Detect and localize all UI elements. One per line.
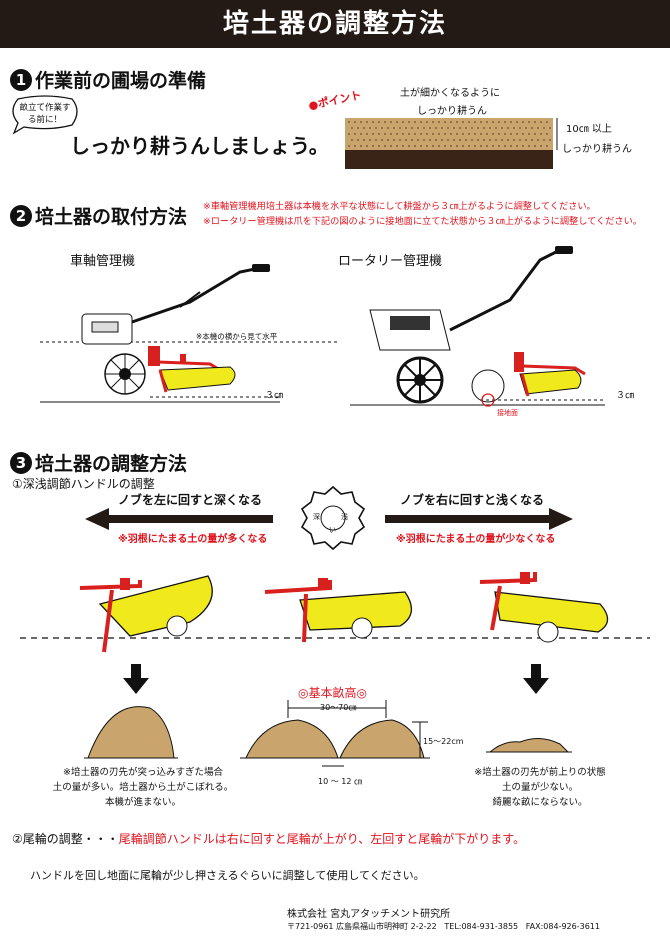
section1-title: 作業前の圃場の準備	[35, 70, 207, 92]
knob-label-sub: い	[329, 526, 336, 534]
section1-number: 1	[10, 69, 32, 91]
right-caption-line: 土の量が少ない。	[501, 782, 578, 793]
left-caption-line: 本機が進まない。	[104, 797, 181, 808]
speech-bubble	[12, 95, 78, 135]
ridger-deep	[79, 575, 213, 653]
knob-icon	[300, 485, 366, 551]
right-caption: ※培土器の刃先が前上りの状態 土の量が少ない。 綺麗な畝にならない。	[455, 765, 625, 810]
prep-main-text: しっかり耕うんしましょう。	[70, 134, 329, 158]
depth-handle-subheading: ①深浅調節ハンドルの調整	[12, 477, 155, 491]
right-arrow-label: ノブを右に回すと浅くなる	[400, 493, 545, 507]
ridge-bottom-label: 10 ～ 12 ㎝	[318, 777, 362, 786]
left-caption-line: ※培土器の刃先が突っ込みすぎた場合	[63, 767, 223, 778]
left-caption: ※培土器の刃先が突っ込みすぎた場合 土の量が多い。培土器から土がこぼれる。 本機…	[48, 765, 238, 810]
gap-left-label: ３㎝	[265, 391, 284, 401]
install-note-1: ※車軸管理機用培土器は本機を水平な状態にして耕盤から３㎝上がるように調整してくだ…	[203, 201, 596, 212]
depth-note: しっかり耕うん	[562, 144, 632, 155]
soil-note-top-2: しっかり耕うん	[417, 106, 487, 117]
ridge-width-label: 30～70㎝	[320, 703, 357, 712]
gap-right-label: ３㎝	[616, 391, 635, 401]
bubble-text: 畝立て作業する前に！	[19, 103, 71, 125]
rotary-tiller-label: ロータリー管理機	[338, 254, 443, 269]
ridge-mounds	[84, 700, 572, 767]
right-arrow	[385, 508, 573, 530]
company-address: 〒721-0961 広島県福山市明神町 2-2-22	[287, 922, 437, 931]
left-arrow	[85, 508, 273, 530]
rotary-tiller-illustration	[350, 246, 605, 407]
down-arrow-right	[523, 664, 549, 694]
tail-wheel-instruction: ②尾輪の調整・・・尾輪調節ハンドルは右に回すと尾輪が上がり、左回すと尾輪が下がり…	[12, 830, 525, 847]
knob-label-deep: 深	[313, 513, 320, 521]
tail-wheel-usage-note: ハンドルを回し地面に尾輪が少し押さえるぐらいに調整して使用してください。	[30, 869, 425, 882]
company-name: 株式会社 宮丸アタッチメント研究所	[287, 909, 451, 920]
section2-title: 培土器の取付方法	[35, 206, 188, 228]
tail-wheel-red-note: 尾輪調節ハンドルは右に回すと尾輪が上がり、左回すと尾輪が下がります。	[118, 832, 526, 846]
soil-note-top-1: 土が細かくなるように	[400, 88, 500, 99]
depth-label: 10㎝ 以上	[566, 124, 612, 135]
ridger-standard	[264, 578, 412, 643]
left-arrow-note: ※羽根にたまる土の量が多くなる	[118, 534, 268, 545]
right-caption-line: ※培土器の刃先が前上りの状態	[474, 767, 606, 778]
company-contact: 〒721-0961 広島県福山市明神町 2-2-22 TEL:084-931-3…	[287, 921, 600, 932]
left-arrow-label: ノブを左に回すと深くなる	[118, 493, 263, 507]
axle-tiller-illustration	[40, 264, 340, 403]
soil-layer-diagram	[345, 118, 558, 169]
ridger-shallow	[479, 572, 609, 643]
point-label: ●ポイント	[307, 88, 363, 113]
knob-label-shallow: 浅	[341, 513, 348, 521]
ridger-illustrations	[20, 572, 650, 653]
axle-tiller-label: 車軸管理機	[70, 254, 136, 269]
right-arrow-note: ※羽根にたまる土の量が少なくなる	[396, 534, 556, 545]
section3-number: 3	[10, 452, 32, 474]
company-tel: TEL:084-931-3855	[444, 922, 519, 931]
install-note-2: ※ロータリー管理機は爪を下記の図のように接地面に立てた状態から３㎝上がるように調…	[203, 216, 642, 227]
left-caption-line: 土の量が多い。培土器から土がこぼれる。	[52, 782, 234, 793]
page-title: 培土器の調整方法	[0, 0, 670, 48]
basic-ridge-label: ◎基本畝高◎	[298, 686, 367, 700]
section3-title: 培土器の調整方法	[35, 453, 188, 475]
company-fax: FAX:084-926-3611	[525, 922, 600, 931]
tail-wheel-heading: ②尾輪の調整・・・	[12, 832, 119, 846]
ground-label: 接地面	[497, 409, 518, 417]
horizontal-note: ※本機の横から見て水平	[196, 332, 278, 341]
right-caption-line: 綺麗な畝にならない。	[492, 797, 588, 808]
down-arrow-left	[123, 664, 149, 694]
ridge-height-label: 15～22cm	[423, 737, 464, 746]
section2-number: 2	[10, 205, 32, 227]
